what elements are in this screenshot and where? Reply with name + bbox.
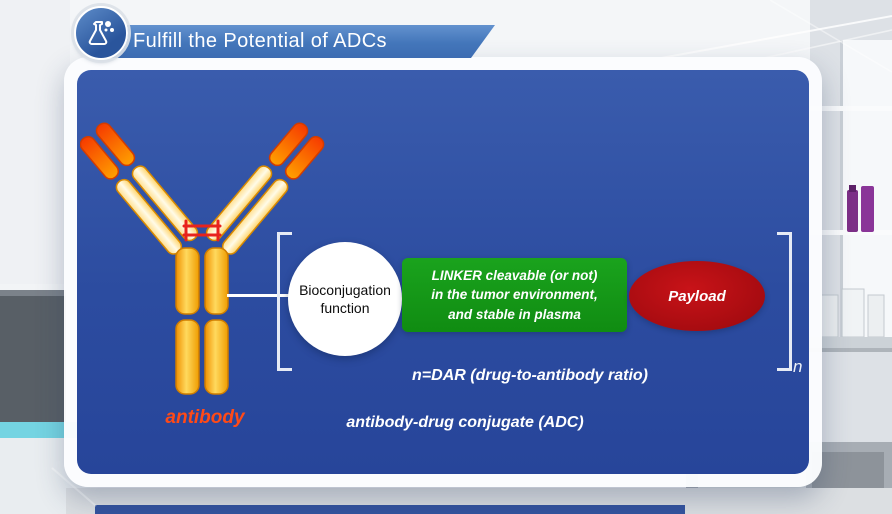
linker-line-3: and stable in plasma <box>448 306 581 322</box>
bracket-left <box>277 232 292 371</box>
connector-line <box>227 294 289 297</box>
bracket-subscript: n <box>793 357 803 376</box>
adc-caption: antibody-drug conjugate (ADC) <box>346 414 584 431</box>
antibody-label: antibody <box>165 407 245 428</box>
dar-caption: n=DAR (drug-to-antibody ratio) <box>412 367 648 384</box>
bioconjugation-node: Bioconjugation function <box>288 242 402 356</box>
bioconjugation-line-2: function <box>320 300 370 316</box>
antibody-illustration <box>80 122 325 395</box>
hinge-bonds <box>182 219 222 242</box>
flask-icon <box>88 21 114 45</box>
linker-line-2: in the tumor environment, <box>431 287 598 303</box>
linker-node: LINKER cleavable (or not) in the tumor e… <box>402 258 627 332</box>
payload-node: Payload <box>629 261 765 331</box>
linker-line-1: LINKER cleavable (or not) <box>431 268 598 284</box>
payload-label: Payload <box>668 287 726 305</box>
bioconjugation-line-1: Bioconjugation <box>299 281 391 298</box>
header-banner: Fulfill the Potential of ADCs <box>95 25 495 58</box>
flask-molecule-logo-icon <box>74 6 128 60</box>
page-title: Fulfill the Potential of ADCs <box>133 30 387 52</box>
bracket-right <box>777 232 792 371</box>
